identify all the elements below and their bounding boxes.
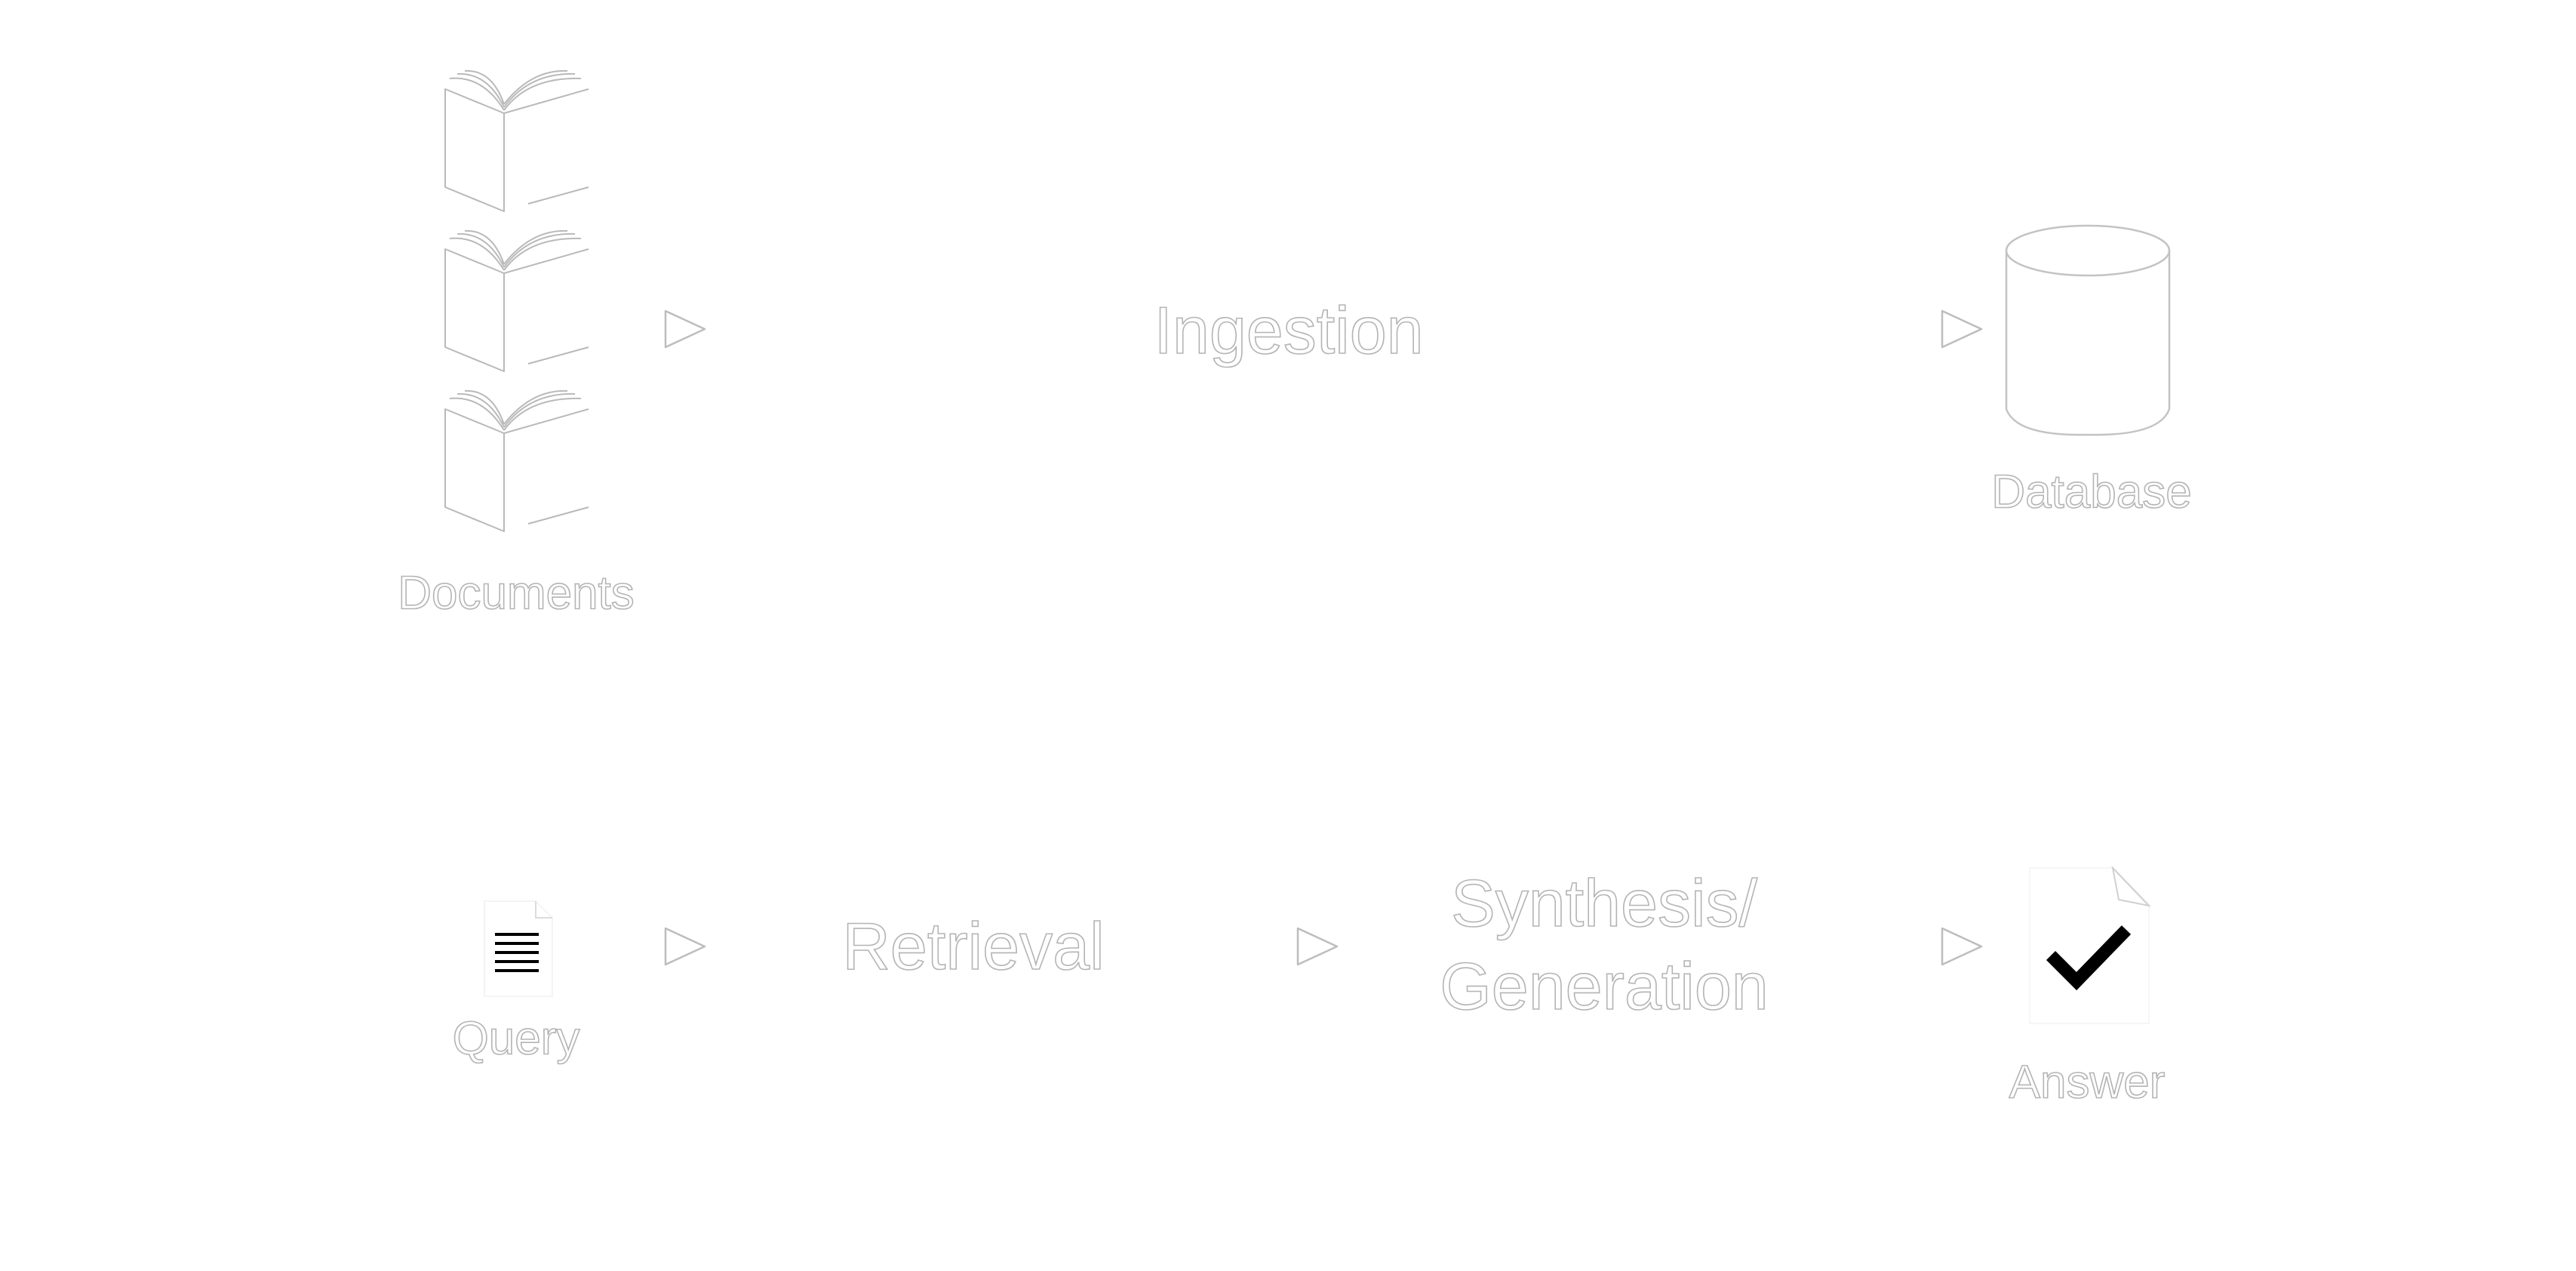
ingestion-step-label: Ingestion (1154, 292, 1425, 368)
text-document-icon (484, 900, 553, 997)
query-label: Query (452, 1012, 580, 1066)
answer-label: Answer (2009, 1056, 2166, 1109)
arrow-right-icon (664, 927, 706, 966)
arrow-right-icon (664, 309, 706, 349)
retrieval-step-label: Retrieval (842, 908, 1105, 984)
book-icon (444, 69, 589, 212)
book-icon (444, 229, 589, 372)
synthesis-step-label: Synthesis/ Generation (1439, 862, 1769, 1028)
arrow-right-icon (1941, 927, 1983, 966)
book-icon (444, 389, 589, 532)
arrow-right-icon (1296, 927, 1339, 966)
checkmark-document-icon (2029, 865, 2151, 1024)
synthesis-line-1: Synthesis/ (1450, 865, 1758, 941)
documents-label: Documents (397, 567, 635, 620)
arrow-right-icon (1941, 309, 1983, 349)
synthesis-line-2: Generation (1439, 948, 1769, 1024)
book-stack-icon (444, 69, 589, 532)
database-cylinder-icon (2005, 224, 2171, 436)
database-label: Database (1990, 466, 2192, 519)
